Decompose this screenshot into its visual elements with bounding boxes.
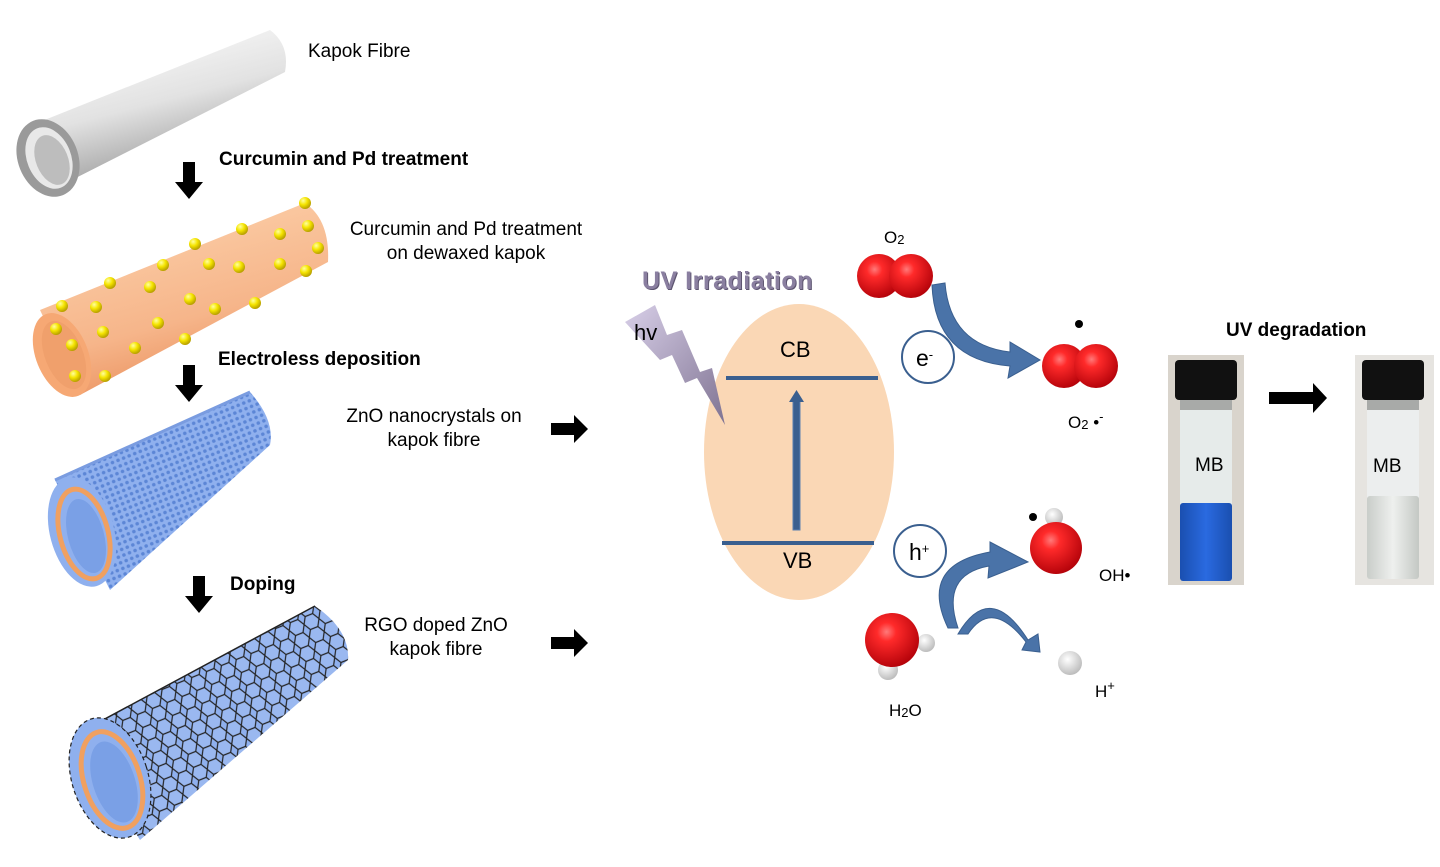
- hole-charge: +: [921, 541, 930, 556]
- o2-label: O2: [884, 226, 904, 252]
- proton-atom: [1058, 651, 1082, 675]
- rgo-zno-fibre-tube: [68, 605, 349, 840]
- down-arrow-icon: [175, 162, 203, 199]
- water-subscript: 2: [901, 705, 909, 720]
- vial-before: [1168, 355, 1244, 585]
- process-arrows: [175, 162, 213, 613]
- zno-fibre-label: ZnO nanocrystals on kapok fibre: [336, 405, 532, 453]
- superoxide-charge: -: [1099, 409, 1104, 424]
- step-curcumin-pd-label: Curcumin and Pd treatment: [219, 149, 469, 170]
- step-electroless-label: Electroless deposition: [218, 349, 421, 370]
- superoxide-label: O2 •-: [1068, 405, 1104, 437]
- proton-label: H+: [1095, 674, 1115, 704]
- right-arrow-icon: [551, 629, 588, 657]
- uv-degradation-title: UV degradation: [1226, 320, 1367, 341]
- pd-nanoparticles: [50, 197, 324, 382]
- hole-label: h+: [909, 537, 929, 564]
- hole-circle: [893, 524, 947, 578]
- vial-after: [1355, 355, 1434, 585]
- electron-symbol: e: [916, 345, 929, 371]
- right-arrow-icon: [551, 415, 588, 443]
- oxidation-curved-arrow-icon: [938, 541, 1030, 629]
- rgo-fibre-label-line1: RGO doped ZnO: [364, 615, 508, 636]
- proton-symbol: H: [1095, 682, 1108, 701]
- degradation-arrow-icon: [1269, 383, 1327, 413]
- zno-fibre-tube: [47, 390, 271, 590]
- rgo-fibre-label-line2: kapok fibre: [389, 639, 483, 660]
- o2-symbol: O: [884, 228, 898, 247]
- electron-circle: [901, 330, 955, 384]
- superoxide-radical-dot: •: [1088, 413, 1100, 432]
- kapok-fibre-label: Kapok Fibre: [308, 41, 411, 62]
- superoxide-molecule: [1042, 320, 1118, 388]
- electron-label: e-: [916, 343, 933, 370]
- proton-charge: +: [1107, 678, 1115, 693]
- down-arrow-icon: [175, 365, 203, 402]
- step-doping-label: Doping: [230, 574, 296, 595]
- superoxide-symbol: O: [1068, 413, 1082, 432]
- uv-lightning-icon: [625, 305, 725, 425]
- down-arrow-icon: [185, 576, 213, 613]
- vial-after-label: MB: [1373, 456, 1402, 477]
- curcumin-fibre-label-line2: on dewaxed kapok: [386, 243, 546, 264]
- water-o: O: [908, 701, 922, 720]
- hydroxyl-radical-molecule: [1029, 508, 1082, 574]
- o2-molecule: [857, 254, 933, 298]
- superoxide-subscript: 2: [1081, 417, 1089, 432]
- curcumin-fibre-label-line1: Curcumin and Pd treatment: [349, 219, 583, 240]
- hole-symbol: h: [909, 539, 922, 565]
- water-molecule: [865, 613, 935, 680]
- mechanism-arrows: [551, 415, 588, 657]
- vial-before-label: MB: [1195, 455, 1224, 476]
- uv-irradiation-title: UV Irradiation: [642, 267, 813, 295]
- zno-fibre-label-line2: kapok fibre: [387, 430, 481, 451]
- electron-charge: -: [928, 347, 934, 362]
- hydroxyl-label: OH•: [1099, 566, 1131, 585]
- excitation-arrow-icon: [789, 390, 804, 531]
- water-label: H2O: [889, 699, 922, 725]
- water-h: H: [889, 701, 902, 720]
- proton-curved-arrow-icon: [957, 607, 1041, 653]
- curcumin-pd-fibre-tube: [32, 197, 329, 397]
- valence-band-label: VB: [783, 548, 813, 573]
- o2-subscript: 2: [897, 232, 905, 247]
- rgo-fibre-label: RGO doped ZnO kapok fibre: [355, 614, 517, 662]
- photon-label: hv: [634, 320, 658, 345]
- reduction-curved-arrow-icon: [931, 282, 1041, 379]
- conduction-band-label: CB: [780, 337, 811, 362]
- kapok-fibre-tube: [16, 30, 286, 197]
- curcumin-fibre-label: Curcumin and Pd treatment on dewaxed kap…: [336, 218, 596, 266]
- zno-fibre-label-line1: ZnO nanocrystals on: [346, 406, 522, 427]
